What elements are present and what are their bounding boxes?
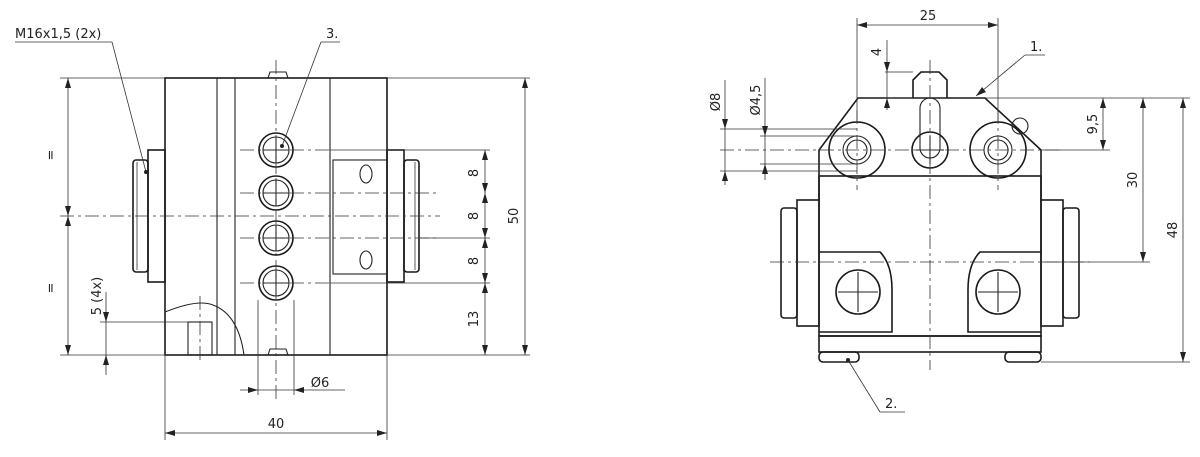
dim-width-40: 40: [268, 417, 285, 432]
front-bottom-notch: [267, 348, 289, 356]
dim-48: 48: [1166, 222, 1181, 239]
dim-pitch-1: 8: [467, 169, 482, 177]
front-view: = = 5 (4x) 8 8 8 13 50 Ø6 40: [15, 27, 530, 440]
lower-screw-right: [967, 251, 1041, 333]
dim-dia-8: Ø8: [709, 93, 724, 112]
dim-equal-top: =: [44, 150, 59, 161]
side-foot-right: [1004, 351, 1042, 363]
item-1-label: 1.: [1030, 40, 1042, 55]
dim-pitch-2: 8: [467, 212, 482, 220]
item-3-label: 3.: [326, 27, 338, 42]
recess-hole-upper: [359, 164, 373, 184]
dim-dia-4-5: Ø4,5: [749, 85, 764, 116]
side-gland-left: [780, 199, 820, 327]
side-foot-left: [818, 351, 860, 363]
dim-bottom-13: 13: [467, 311, 482, 328]
dim-height-50: 50: [507, 208, 522, 225]
dim-4: 4: [870, 48, 885, 56]
side-view: 25 4 Ø8 Ø4,5 9,5 30 48 1.: [709, 9, 1190, 413]
dim-pitch-3: 8: [467, 257, 482, 265]
front-top-notch: [267, 71, 289, 79]
dim-30: 30: [1126, 172, 1141, 189]
thread-callout: M16x1,5 (2x): [15, 27, 101, 42]
item-2-label: 2.: [885, 397, 897, 412]
dim-9-5: 9,5: [1086, 114, 1101, 135]
dim-hole-diameter: Ø6: [311, 376, 330, 391]
lower-screw-left: [819, 251, 893, 333]
side-small-screw: [1011, 117, 1029, 135]
mounting-hole-section: [164, 302, 245, 356]
dim-equal-bottom: =: [44, 283, 59, 294]
right-recess: [332, 159, 388, 275]
side-gland-right: [1040, 199, 1080, 327]
side-head-outline: [818, 97, 1042, 200]
dim-25: 25: [920, 9, 937, 24]
recess-hole-lower: [359, 250, 373, 270]
dim-hole-4x: 5 (4x): [90, 277, 105, 316]
